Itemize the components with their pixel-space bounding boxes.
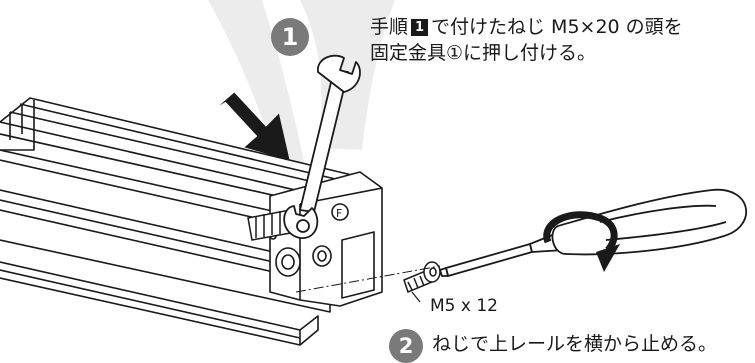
bracket-marker: F: [336, 207, 342, 220]
screw-leader-line: [411, 291, 421, 303]
step-1-badge: 1: [271, 18, 309, 56]
arrow-icon: [219, 92, 290, 161]
side-bracket: [269, 171, 383, 307]
screwdriver-icon: [439, 189, 748, 277]
step-2-instruction: ねじで上レールを横から止める。: [432, 333, 718, 355]
centre-line: [295, 265, 441, 293]
step-1-text-before: 手順: [370, 16, 409, 38]
rail-assembly: [0, 97, 357, 346]
step-reference-badge: 1: [411, 19, 429, 36]
wrench-icon: [283, 54, 361, 239]
screw-size-label: M5 x 12: [430, 296, 498, 316]
rotation-arrow-icon: [543, 211, 620, 272]
step-1-text-after: で付けたねじ M5×20 の頭を: [431, 16, 683, 38]
step-2-badge: 2: [389, 329, 423, 363]
step-1-text-line2: 固定金具①に押し付ける。: [370, 42, 597, 64]
